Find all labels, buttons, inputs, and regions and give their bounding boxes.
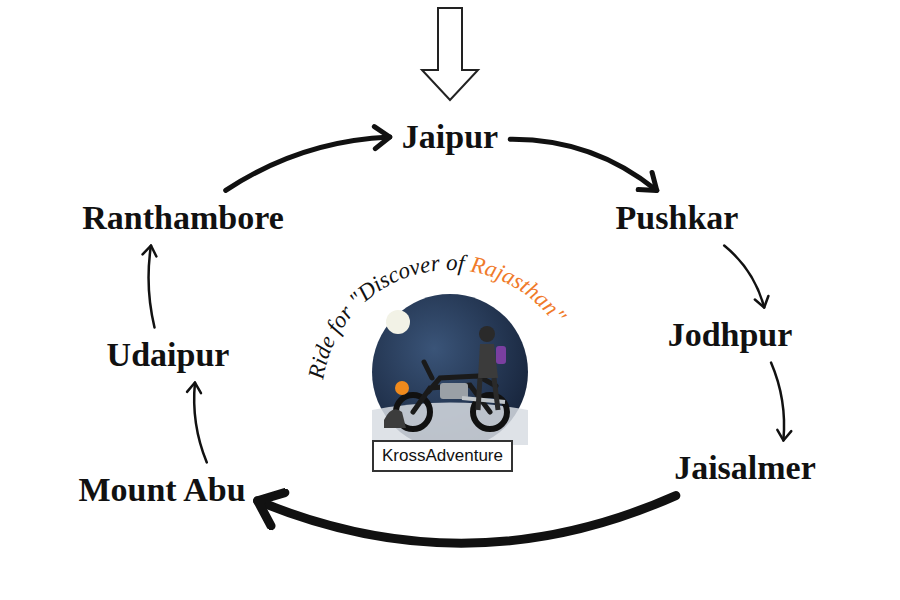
rider-legs [478, 378, 498, 410]
route-arrow [226, 137, 390, 190]
city-name: Ranthambore [82, 198, 284, 237]
city-node: Ranthambore [76, 196, 290, 239]
city-name: Udaipur [107, 335, 230, 374]
brand-badge: KrossAdventure [372, 440, 513, 472]
route-arrow [724, 246, 764, 308]
slogan: Ride for "Discover ofRajasthan" [303, 250, 571, 382]
city-name: Mount Abu [78, 470, 245, 509]
route-arrow [771, 363, 784, 441]
city-name: Jaipur [402, 117, 498, 156]
route-arrow [194, 383, 207, 463]
city-name: Jaisalmer [674, 448, 816, 487]
slogan-highlight: Rajasthan" [468, 252, 571, 328]
moon [386, 310, 410, 334]
route-arrow [258, 496, 676, 544]
city-node: Jodhpur [662, 313, 799, 356]
rider-head [479, 326, 495, 342]
route-arrow [149, 246, 155, 328]
entry-arrow [422, 8, 478, 100]
backpack [496, 346, 506, 364]
city-node: Jaisalmer [668, 446, 822, 489]
route-arrow [510, 139, 657, 190]
city-node: Udaipur [101, 333, 236, 376]
pumpkin [395, 381, 409, 395]
city-node: Jaipur [396, 115, 504, 158]
brand-name: KrossAdventure [382, 446, 503, 466]
rider [478, 326, 506, 410]
logo-disc [372, 294, 528, 450]
rider-body [478, 344, 498, 378]
city-name: Jodhpur [668, 315, 793, 354]
sitting-figure [384, 409, 406, 428]
city-name: Pushkar [616, 198, 739, 237]
slogan-text: Ride for "Discover of [303, 250, 469, 382]
city-node: Pushkar [610, 196, 745, 239]
city-node: Mount Abu [72, 468, 251, 511]
